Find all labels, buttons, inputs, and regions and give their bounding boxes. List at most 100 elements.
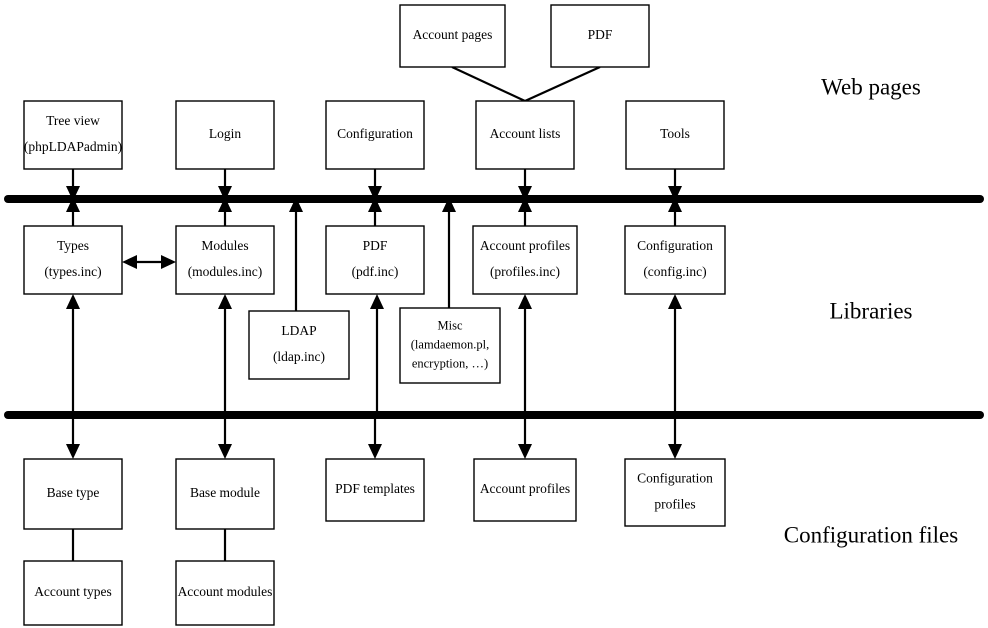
node-label-modules-line-0: Modules xyxy=(201,238,248,253)
node-login[interactable]: Login xyxy=(175,100,275,170)
node-box-pdf-lib[interactable] xyxy=(325,225,425,295)
node-label-account-profiles-files-line-0: Account profiles xyxy=(480,481,570,496)
node-modules[interactable]: Modules (modules.inc) xyxy=(175,225,275,295)
connector-misc-up-to-bus1 xyxy=(442,197,456,308)
node-label-misc-lib-line-0: Misc xyxy=(438,318,463,332)
node-label-account-types-line-0: Account types xyxy=(34,584,112,599)
node-box-account-profiles-lib[interactable] xyxy=(472,225,578,295)
node-label-login-line-0: Login xyxy=(209,126,241,141)
node-box-pdf-templates[interactable] xyxy=(325,458,425,522)
node-box-account-profiles-files[interactable] xyxy=(473,458,577,522)
node-label-types-line-1: (types.inc) xyxy=(44,264,101,279)
band-label-configuration-files: Configuration files xyxy=(784,522,958,547)
node-box-tree-view[interactable] xyxy=(23,100,123,170)
connector-account-profiles-up-to-bus1 xyxy=(518,197,532,226)
node-box-account-modules[interactable] xyxy=(175,560,275,626)
connector-tools-down-to-bus1 xyxy=(668,169,682,201)
connector-login-down-to-bus1 xyxy=(218,169,232,201)
bus-bar-bus-libraries-to-config xyxy=(4,411,984,419)
node-account-profiles-files[interactable]: Account profiles xyxy=(473,458,577,522)
node-label-modules-line-1: (modules.inc) xyxy=(188,264,263,279)
node-label-pdf-templates-line-0: PDF templates xyxy=(335,481,415,496)
node-label-pdf-lib-line-0: PDF xyxy=(363,238,388,253)
node-ldap-lib[interactable]: LDAP (ldap.inc) xyxy=(248,310,350,380)
node-box-account-lists[interactable] xyxy=(475,100,575,170)
node-account-profiles-lib[interactable]: Account profiles (profiles.inc) xyxy=(472,225,578,295)
node-box-configuration-profiles[interactable] xyxy=(624,458,726,527)
node-label-account-profiles-lib-line-1: (profiles.inc) xyxy=(490,264,560,279)
connector-types-modules-bidirectional xyxy=(122,255,176,269)
node-label-misc-lib-line-2: encryption, …) xyxy=(412,356,488,370)
node-box-login[interactable] xyxy=(175,100,275,170)
node-pdf-source[interactable]: PDF xyxy=(550,4,650,68)
node-misc-lib[interactable]: Misc (lamdaemon.pl, encryption, …) xyxy=(399,307,501,384)
node-box-tools[interactable] xyxy=(625,100,725,170)
node-box-modules[interactable] xyxy=(175,225,275,295)
node-box-base-type[interactable] xyxy=(23,458,123,530)
node-label-account-pages-line-0: Account pages xyxy=(413,27,493,42)
node-box-account-types[interactable] xyxy=(23,560,123,626)
node-types[interactable]: Types (types.inc) xyxy=(23,225,123,295)
node-label-configuration-lib-line-1: (config.inc) xyxy=(643,264,706,279)
connector-modules-up-to-bus1 xyxy=(218,197,232,226)
node-configuration-lib[interactable]: Configuration (config.inc) xyxy=(624,225,726,295)
node-box-configuration-lib[interactable] xyxy=(624,225,726,295)
node-label-ldap-lib-line-1: (ldap.inc) xyxy=(273,349,325,364)
node-label-account-lists-line-0: Account lists xyxy=(490,126,561,141)
node-pdf-lib[interactable]: PDF(pdf.inc) xyxy=(325,225,425,295)
connector-pdf-lib-up-to-bus1 xyxy=(368,197,382,226)
node-label-account-profiles-lib-line-0: Account profiles xyxy=(480,238,570,253)
connector-pdf-source-to-account-lists xyxy=(524,65,601,103)
node-label-configuration-profiles-line-0: Configuration xyxy=(637,471,713,486)
connector-account-profiles-up-from-bus2 xyxy=(518,294,532,413)
node-box-account-pages[interactable] xyxy=(399,4,506,68)
node-account-lists[interactable]: Account lists xyxy=(475,100,575,170)
connector-pdf-lib-up-from-misc xyxy=(370,294,384,413)
bus-bar-bus-web-to-libraries xyxy=(4,195,984,203)
node-label-tree-view-line-0: Tree view xyxy=(46,113,100,128)
node-tree-view[interactable]: Tree view (phpLDAPadmin) xyxy=(23,100,123,170)
node-label-base-type-line-0: Base type xyxy=(47,485,100,500)
node-label-configuration-profiles-line-1: profiles xyxy=(654,497,695,512)
node-label-configuration-lib-line-0: Configuration xyxy=(637,238,713,253)
node-box-base-module[interactable] xyxy=(175,458,275,530)
connector-configuration-lib-up-from-bus2 xyxy=(668,294,682,413)
node-account-pages[interactable]: Account pages xyxy=(399,4,506,68)
connector-configuration-lib-up-to-bus1 xyxy=(668,197,682,226)
band-label-web-pages: Web pages xyxy=(821,74,921,99)
node-account-types[interactable]: Account types xyxy=(23,560,123,626)
connector-account-lists-down-to-bus1 xyxy=(518,169,532,201)
node-box-types[interactable] xyxy=(23,225,123,295)
node-label-base-module-line-0: Base module xyxy=(190,485,260,500)
band-label-libraries: Libraries xyxy=(829,298,912,323)
node-account-modules[interactable]: Account modules xyxy=(175,560,275,626)
node-base-module[interactable]: Base module xyxy=(175,458,275,530)
connector-configuration-page-down-to-bus1 xyxy=(368,169,382,201)
connector-types-up-to-bus1 xyxy=(66,197,80,226)
node-pdf-templates[interactable]: PDF templates xyxy=(325,458,425,522)
node-label-types-line-0: Types xyxy=(57,238,89,253)
node-label-account-modules-line-0: Account modules xyxy=(178,584,273,599)
connector-tree-view-down-to-bus1 xyxy=(66,169,80,201)
node-configuration-page[interactable]: Configuration xyxy=(325,100,425,170)
connector-ldap-up-to-bus1 xyxy=(289,197,303,311)
node-base-type[interactable]: Base type xyxy=(23,458,123,530)
node-configuration-profiles[interactable]: Configuration profiles xyxy=(624,458,726,527)
node-label-misc-lib-line-1: (lamdaemon.pl, xyxy=(411,337,489,351)
node-label-tools-line-0: Tools xyxy=(660,126,690,141)
connector-modules-up-from-bus2 xyxy=(218,294,232,413)
node-label-ldap-lib-line-0: LDAP xyxy=(281,323,316,338)
node-tools[interactable]: Tools xyxy=(625,100,725,170)
node-box-ldap-lib[interactable] xyxy=(248,310,350,380)
node-box-pdf-source[interactable] xyxy=(550,4,650,68)
node-label-configuration-page-line-0: Configuration xyxy=(337,126,413,141)
node-label-tree-view-line-1: (phpLDAPadmin) xyxy=(24,139,122,154)
node-box-configuration-page[interactable] xyxy=(325,100,425,170)
node-box-misc-lib[interactable] xyxy=(399,307,501,384)
node-label-pdf-source-line-0: PDF xyxy=(588,27,613,42)
connection-layer xyxy=(66,65,682,561)
